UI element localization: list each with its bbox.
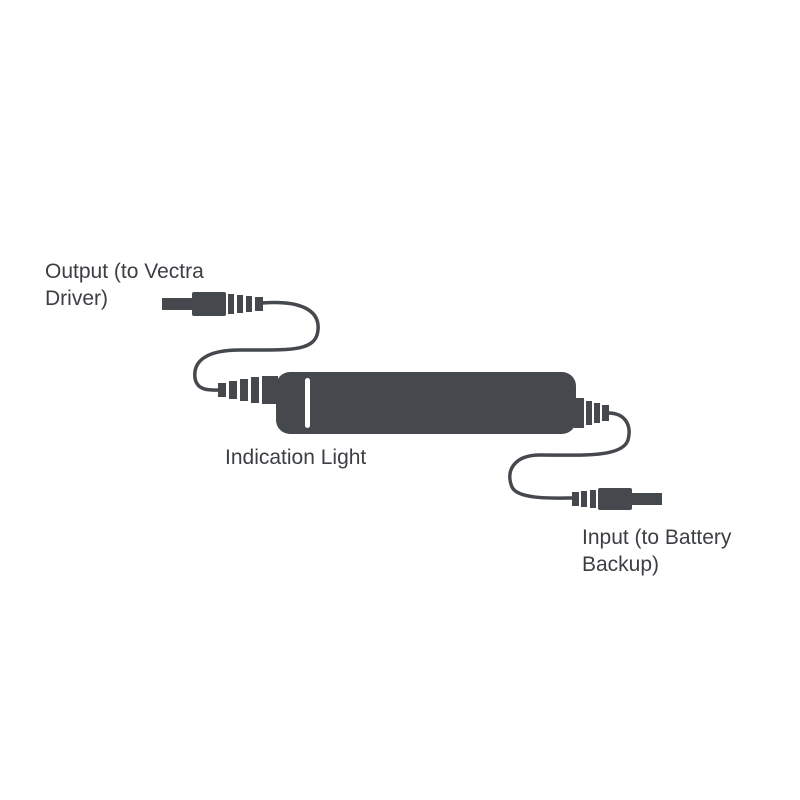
output-connector-body (192, 292, 226, 316)
output-connector-ridge (237, 295, 243, 313)
input-label-line1: Input (to Battery (582, 526, 732, 549)
device-left-strain-relief (218, 376, 278, 404)
input-connector-body (598, 488, 632, 510)
input-connector-pin (630, 493, 662, 505)
input-cable (508, 411, 631, 500)
indication-light-label: Indication Light (225, 446, 367, 469)
output-connector-ridge (228, 294, 234, 314)
device-right-strain-relief (574, 398, 609, 428)
input-connector-ridge (581, 491, 587, 507)
output-label-line2: Driver) (45, 287, 108, 310)
input-connector-ridge (572, 492, 579, 506)
device-body (276, 372, 576, 434)
output-connector-ridge (246, 296, 252, 312)
input-connector-ridge (590, 490, 596, 508)
indication-light (305, 378, 310, 428)
output-cable (193, 300, 320, 392)
output-connector (162, 292, 263, 316)
input-label: Input (to Battery Backup) (582, 524, 731, 578)
output-label-line1: Output (to Vectra (45, 260, 204, 283)
input-label-line2: Backup) (582, 553, 660, 576)
output-connector-pin (162, 298, 194, 310)
input-connector (572, 488, 662, 510)
output-label: Output (to Vectra Driver) (45, 258, 204, 312)
output-connector-ridge (255, 297, 263, 311)
